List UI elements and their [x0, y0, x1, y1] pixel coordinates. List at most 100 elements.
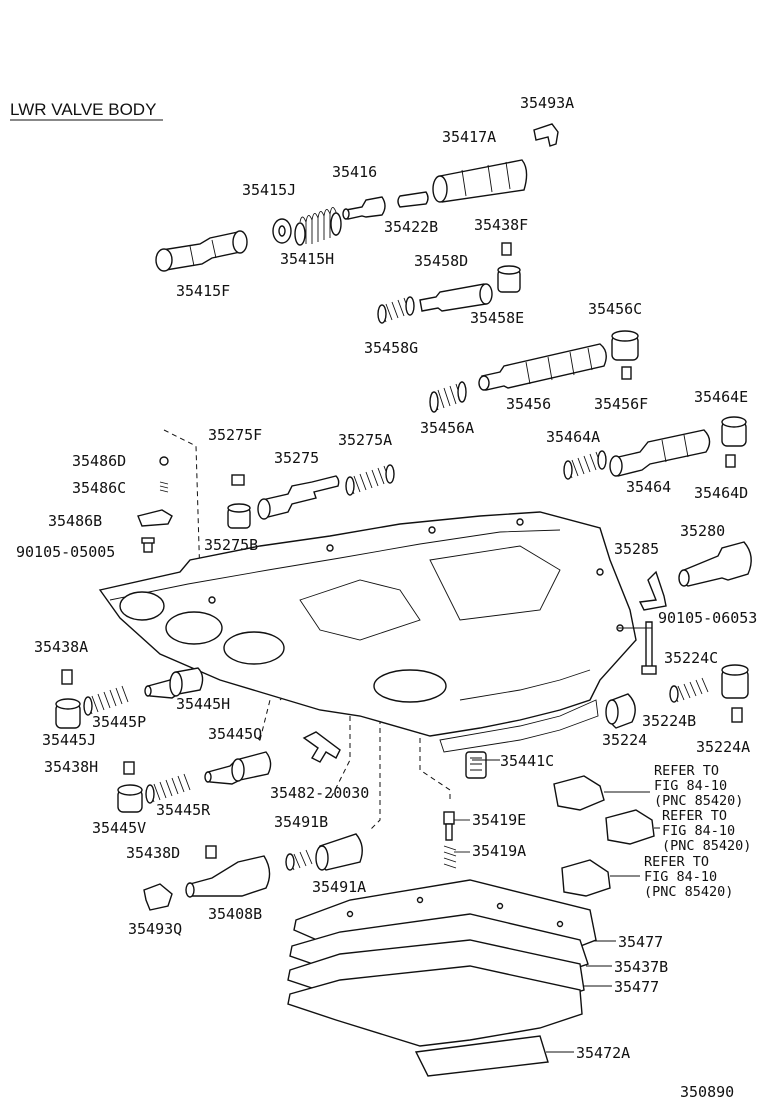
part-35456-valve	[478, 343, 607, 391]
svg-text:FIG 84-10: FIG 84-10	[662, 823, 735, 839]
label-35458D: 35458D	[414, 252, 468, 270]
label-35456C: 35456C	[588, 300, 642, 318]
label-35441C: 35441C	[500, 752, 554, 770]
svg-text:(PNC 85420): (PNC 85420)	[644, 884, 733, 900]
part-35493Q-clip	[143, 883, 173, 911]
label-35482-20030: 35482-20030	[270, 784, 369, 802]
part-35416-plug	[342, 196, 386, 220]
label-35224B: 35224B	[642, 712, 696, 730]
label-35417A: 35417A	[442, 128, 496, 146]
part-35438A-block	[61, 669, 73, 685]
part-35458D-valve	[419, 283, 493, 312]
label-35419E: 35419E	[472, 811, 526, 829]
label-35415H: 35415H	[280, 250, 334, 268]
label-35464D: 35464D	[694, 484, 748, 502]
label-35224C: 35224C	[664, 649, 718, 667]
label-35486D: 35486D	[72, 452, 126, 470]
svg-text:REFER TO: REFER TO	[662, 808, 727, 824]
part-35486D-ball	[159, 456, 169, 466]
part-35456F-block	[621, 366, 632, 380]
part-35224-valve	[605, 693, 636, 729]
part-35438D-block	[205, 845, 217, 859]
label-35445R: 35445R	[156, 801, 211, 819]
part-35482-20030-plate	[302, 731, 341, 763]
part-35224B-sleeve	[721, 664, 749, 699]
part-35456A-spring	[429, 381, 467, 413]
part-35445H-valve	[144, 667, 204, 699]
label-35275B: 35275B	[204, 536, 258, 554]
part-35464-valve	[609, 429, 711, 477]
label-35415F: 35415F	[176, 282, 230, 300]
part-35417A-sleeve	[432, 159, 528, 203]
part-35491A-valve	[315, 833, 363, 871]
part-90105-05005-bolt	[141, 537, 155, 553]
label-35438A: 35438A	[34, 638, 88, 656]
label-35464A: 35464A	[546, 428, 600, 446]
part-35445Q-valve	[204, 751, 272, 785]
label-35437B: 35437B	[614, 958, 668, 976]
part-35415F-valve	[155, 230, 248, 272]
gasket-lower	[287, 965, 583, 1047]
label-35438F: 35438F	[474, 216, 528, 234]
figure-number: 350890	[680, 1083, 734, 1101]
label-35464: 35464	[626, 478, 671, 496]
label-35486C: 35486C	[72, 479, 126, 497]
part-35486B-plate	[137, 509, 173, 527]
reference-note-3: REFER TO FIG 84-10 (PNC 85420)	[644, 854, 733, 900]
part-35275F-block	[231, 474, 245, 486]
label-35438H: 35438H	[44, 758, 98, 776]
label-35456A: 35456A	[420, 419, 474, 437]
part-35280-solenoid	[678, 541, 752, 587]
reference-note-1: REFER TO FIG 84-10 (PNC 85420)	[654, 763, 743, 809]
part-35464A-spring	[563, 450, 607, 480]
section-title: LWR VALVE BODY	[10, 100, 156, 119]
solenoid-middle	[605, 809, 660, 845]
label-35456F: 35456F	[594, 395, 648, 413]
label-90105-06053: 90105-06053	[658, 609, 757, 627]
part-35224A-block	[731, 707, 743, 723]
label-35477-upper: 35477	[618, 933, 663, 951]
label-35456: 35456	[506, 395, 551, 413]
part-35285-bracket	[638, 570, 667, 611]
part-35415J-washer	[272, 218, 292, 244]
part-35408B-plunger	[185, 855, 271, 898]
label-35419A: 35419A	[472, 842, 526, 860]
part-35491B-spring	[285, 849, 313, 871]
label-35445V: 35445V	[92, 819, 146, 837]
part-35275B-sleeve	[227, 503, 251, 529]
svg-text:(PNC 85420): (PNC 85420)	[662, 838, 751, 854]
part-35422B-pin	[397, 191, 429, 208]
svg-text:REFER TO: REFER TO	[654, 763, 719, 779]
part-35419A-spring	[443, 845, 457, 869]
svg-text:REFER TO: REFER TO	[644, 854, 709, 870]
label-35422B: 35422B	[384, 218, 438, 236]
part-35464D-block	[725, 454, 736, 468]
part-35441C-filter	[465, 751, 487, 779]
label-35491B: 35491B	[274, 813, 328, 831]
reference-note-2: REFER TO FIG 84-10 (PNC 85420)	[662, 808, 751, 854]
label-35275F: 35275F	[208, 426, 262, 444]
part-35456C-sleeve	[611, 330, 639, 361]
label-35445P: 35445P	[92, 713, 146, 731]
label-35472A: 35472A	[576, 1044, 630, 1062]
label-35275: 35275	[274, 449, 319, 467]
svg-text:FIG 84-10: FIG 84-10	[644, 869, 717, 885]
part-35493A-clip	[533, 123, 559, 147]
svg-text:FIG 84-10: FIG 84-10	[654, 778, 727, 794]
label-35280: 35280	[680, 522, 725, 540]
label-35493Q: 35493Q	[128, 920, 182, 938]
part-35419E-pin	[443, 811, 455, 841]
solenoid-lower	[561, 859, 640, 897]
part-35224C-spring	[669, 677, 709, 703]
label-35408B: 35408B	[208, 905, 262, 923]
label-35445Q: 35445Q	[208, 725, 262, 743]
label-90105-05005: 90105-05005	[16, 543, 115, 561]
label-35486B: 35486B	[48, 512, 102, 530]
label-35445H: 35445H	[176, 695, 230, 713]
label-35415J: 35415J	[242, 181, 296, 199]
part-35458E-sleeve	[497, 265, 521, 293]
label-35285: 35285	[614, 540, 659, 558]
label-35416: 35416	[332, 163, 377, 181]
part-35415H-spring	[294, 207, 342, 246]
